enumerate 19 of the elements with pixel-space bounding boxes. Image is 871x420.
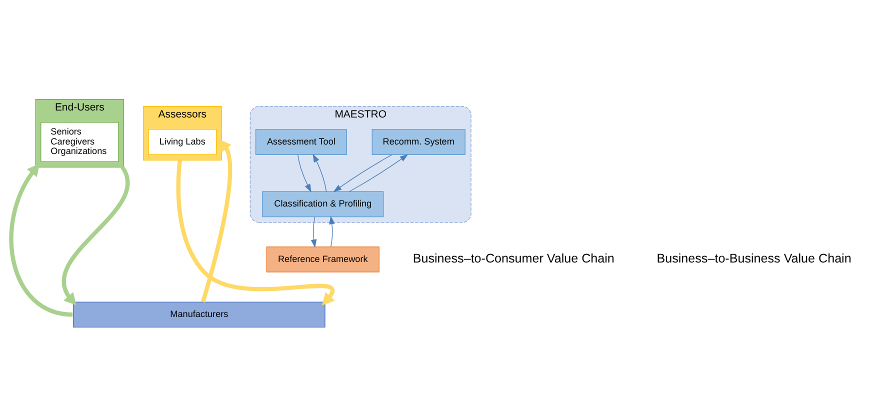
node-box: Classification & Profiling xyxy=(262,190,384,217)
arrow xyxy=(62,166,130,305)
arrow xyxy=(333,154,392,192)
label: Business–to-Consumer Value Chain xyxy=(412,250,614,265)
arrow xyxy=(200,138,232,302)
node-box: Manufacturers xyxy=(73,301,326,328)
node-box: Assessment Tool xyxy=(255,128,347,154)
label: Business–to-Business Value Chain xyxy=(656,250,852,265)
arrow xyxy=(348,154,408,192)
arrow xyxy=(176,159,335,305)
node-box: Living Labs xyxy=(148,128,217,154)
node-box: Recomm. System xyxy=(372,128,466,154)
arrow xyxy=(9,163,73,316)
arrow xyxy=(297,154,312,192)
arrow xyxy=(312,153,327,192)
arrow xyxy=(310,216,317,248)
node-box: Reference Framework xyxy=(266,246,380,272)
arrow xyxy=(329,215,335,247)
node-box: Seniors Caregivers Organizations xyxy=(40,122,119,162)
